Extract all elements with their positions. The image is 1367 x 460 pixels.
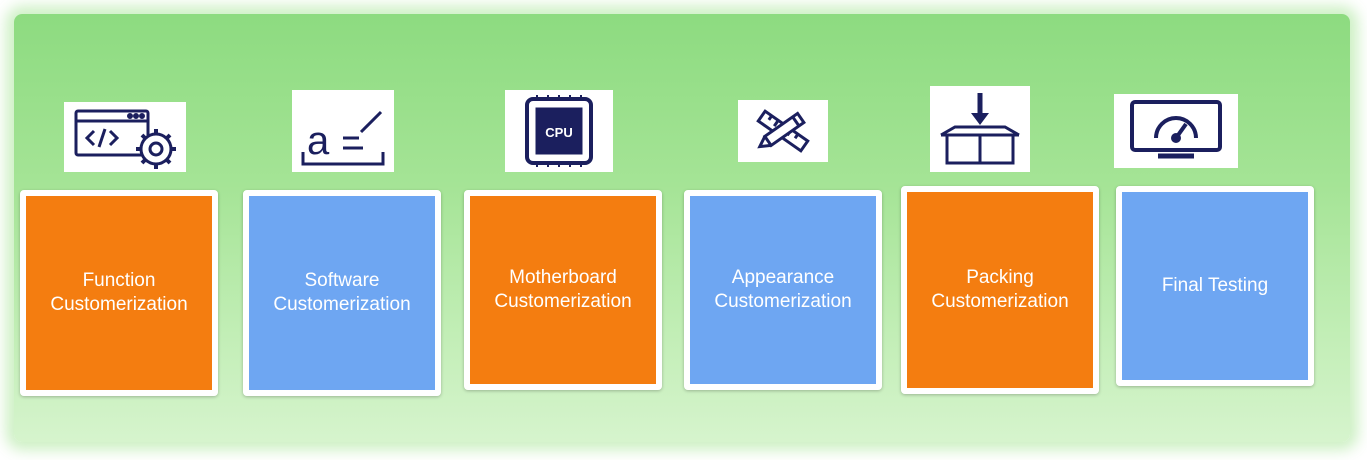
step-label-line: Customerization [714,291,852,312]
step-card-function: Function Customerization [20,190,218,396]
cpu-chip-label: CPU [545,125,572,140]
pencil-ruler-icon [738,100,828,162]
text-edit-icon: a [292,90,394,172]
step-label-line: Motherboard [509,267,617,288]
speedometer-monitor-icon [1114,94,1238,168]
step-card-appearance: Appearance Customerization [684,190,882,390]
step-label-line: Software [304,270,380,291]
step-label-line: Customerization [494,291,632,312]
step-label-line: Customerization [931,291,1069,312]
step-label-line: Appearance [731,267,835,288]
box-download-icon [930,86,1030,172]
step-card-software: Software Customerization [243,190,441,396]
step-card-final-testing: Final Testing [1116,186,1314,386]
step-label-line: Packing [966,267,1034,288]
step-card-motherboard: Motherboard Customerization [464,190,662,390]
step-label-line: Customerization [50,294,188,315]
code-gear-icon [64,102,186,172]
step-card-packing: Packing Customerization [901,186,1099,394]
step-label-line: Customerization [273,294,411,315]
step-label-line: Final Testing [1161,275,1269,296]
step-label-line: Function [82,270,156,291]
svg-text:a: a [307,119,330,163]
cpu-chip-icon: CPU [505,90,613,172]
